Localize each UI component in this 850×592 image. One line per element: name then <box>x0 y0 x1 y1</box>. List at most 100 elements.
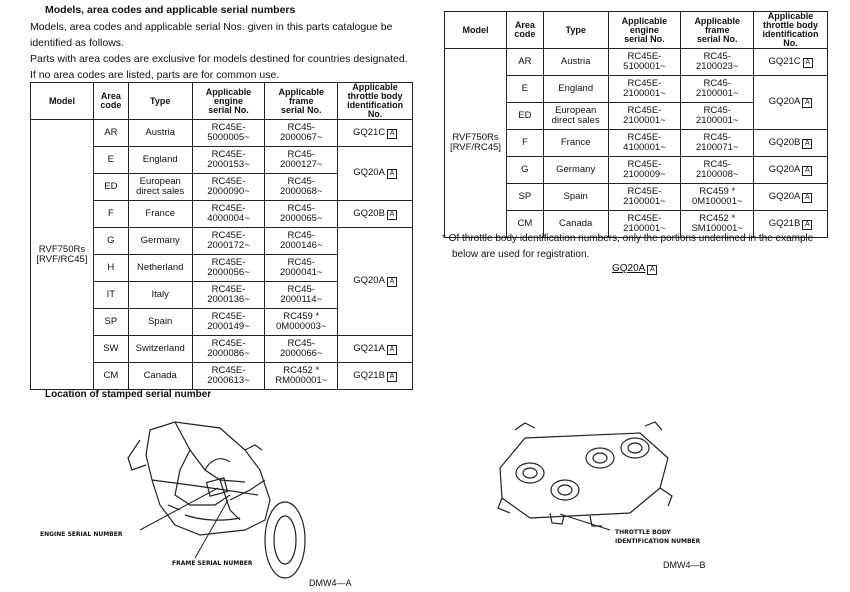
frame-serial-cell: RC452 * RM000001~ <box>264 362 339 390</box>
area-code-cell: CM <box>92 362 129 390</box>
throttle-bore-1 <box>515 462 545 484</box>
throttle-id-label-line-1: THROTTLE BODY <box>615 529 671 536</box>
boxed-a-icon: A <box>802 165 813 176</box>
header-model: Model <box>30 82 94 120</box>
type-cell: Spain <box>542 183 609 211</box>
throttle-id-text: GQ21C <box>352 126 386 138</box>
boxed-a-icon: A <box>387 128 398 139</box>
area-code-cell: F <box>92 200 129 228</box>
header-throttle-id: Applicable throttle body identification … <box>337 82 413 120</box>
throttle-id-label-line-2: IDENTIFICATION NUMBER <box>615 538 701 545</box>
boxed-a-icon: A <box>802 219 813 230</box>
type-cell: Canada <box>127 362 193 390</box>
throttle-bore-2 <box>550 479 580 501</box>
boxed-a-icon: A <box>802 192 813 203</box>
note-line-1: * Of throttle body identification number… <box>442 233 814 244</box>
area-code-cell: ED <box>92 173 129 201</box>
intro-line-1: Models, area codes and applicable serial… <box>30 21 393 49</box>
area-code-cell: F <box>505 129 544 157</box>
boxed-a-icon: A <box>802 57 813 68</box>
boxed-a-icon: A <box>802 138 813 149</box>
area-code-cell: E <box>505 75 544 103</box>
type-cell: Switzerland <box>127 335 193 363</box>
intro-line-2: Parts with area codes are exclusive for … <box>30 53 408 65</box>
figure-b-caption: DMW4—B <box>663 560 706 570</box>
front-wheel <box>264 501 306 579</box>
engine-serial-cell: RC45E- 2000086~ <box>191 335 266 363</box>
frame-serial-cell: RC45- 2100008~ <box>680 156 755 184</box>
throttle-bore-4 <box>620 437 650 459</box>
type-cell: Germany <box>127 227 193 255</box>
frame-serial-cell: RC45- 2000041~ <box>264 254 339 282</box>
header-engine-serial: Applicable engine serial No. <box>191 82 266 120</box>
header-model: Model <box>444 11 507 49</box>
throttle-id-note: * Of throttle body identification number… <box>442 231 837 263</box>
frame-serial-cell: RC452 * SM100001~ <box>680 210 755 238</box>
frame-serial-label: FRAME SERIAL NUMBER <box>172 560 253 567</box>
header-area-code: Area code <box>92 82 129 120</box>
frame-serial-cell: RC459 * 0M000003~ <box>264 308 339 336</box>
serial-table-right: Model Area code Type Applicable engine s… <box>444 11 828 238</box>
engine-serial-cell: RC45E- 4000004~ <box>191 200 266 228</box>
model-cell: RVF750Rs [RVF/RC45] <box>30 119 94 390</box>
header-frame-serial: Applicable frame serial No. <box>680 11 755 49</box>
note-line-2: below are used for registration. <box>452 249 590 260</box>
throttle-id-text: GQ20A <box>768 96 801 107</box>
frame-serial-cell: RC45- 2000146~ <box>264 227 339 255</box>
serial-table-left: Model Area code Type Applicable engine s… <box>30 82 413 390</box>
boxed-a-icon: A <box>386 169 397 179</box>
intro-line-3: If no area codes are listed, parts are f… <box>30 69 280 81</box>
area-code-cell: ED <box>505 102 544 130</box>
section-heading: Models, area codes and applicable serial… <box>45 4 296 16</box>
type-cell: European direct sales <box>542 102 609 130</box>
frame-serial-cell: RC45- 2000114~ <box>264 281 339 309</box>
engine-serial-label: ENGINE SERIAL NUMBER <box>40 531 123 538</box>
throttle-id-text: GQ20B <box>353 207 385 219</box>
frame-serial-cell: RC45- 2100071~ <box>680 129 755 157</box>
motorcycle-illustration <box>127 421 306 579</box>
throttle-id-text: GQ20A <box>768 190 801 202</box>
location-title: Location of stamped serial number <box>45 389 212 400</box>
type-cell: Canada <box>542 210 609 238</box>
type-cell: France <box>542 129 609 157</box>
type-cell: Austria <box>542 48 609 76</box>
engine-serial-cell: RC45E- 2100001~ <box>607 210 682 238</box>
area-code-cell: SP <box>92 308 129 336</box>
frame-serial-cell: RC45- 2000066~ <box>264 335 339 363</box>
type-cell: Germany <box>542 156 609 184</box>
engine-serial-cell: RC45E- 4100001~ <box>607 129 682 157</box>
throttle-id-text: GQ20A <box>353 167 385 178</box>
throttle-id-text: GQ21A <box>353 342 385 354</box>
model-cell: RVF750Rs [RVF/RC45] <box>444 48 507 238</box>
header-throttle-id: Applicable throttle body identification … <box>753 11 828 49</box>
type-cell: Italy <box>127 281 193 309</box>
engine-serial-cell: RC45E- 2000153~ <box>191 146 266 174</box>
frame-serial-cell: RC45- 2100001~ <box>680 102 755 130</box>
throttle-id-text: GQ20A <box>353 275 385 286</box>
area-code-cell: AR <box>505 48 544 76</box>
type-cell: European direct sales <box>127 173 193 201</box>
area-code-cell: SW <box>92 335 129 363</box>
frame-serial-cell: RC45- 2000067~ <box>264 119 339 147</box>
header-frame-serial: Applicable frame serial No. <box>264 82 339 120</box>
intro-text: Models, area codes and applicable serial… <box>30 19 430 83</box>
engine-serial-cell: RC45E- 2100001~ <box>607 183 682 211</box>
sample-id-text: GQ20A <box>612 263 646 274</box>
boxed-a-icon: A <box>802 98 813 108</box>
header-area-code: Area code <box>505 11 544 49</box>
area-code-cell: AR <box>92 119 129 147</box>
engine-serial-cell: RC45E- 2100009~ <box>607 156 682 184</box>
figure-a-caption: DMW4—A <box>309 578 352 588</box>
engine-serial-cell: RC45E- 2100001~ <box>607 102 682 130</box>
engine-serial-cell: RC45E- 2000172~ <box>191 227 266 255</box>
area-code-cell: E <box>92 146 129 174</box>
type-cell: England <box>542 75 609 103</box>
frame-serial-cell: RC459 * 0M100001~ <box>680 183 755 211</box>
